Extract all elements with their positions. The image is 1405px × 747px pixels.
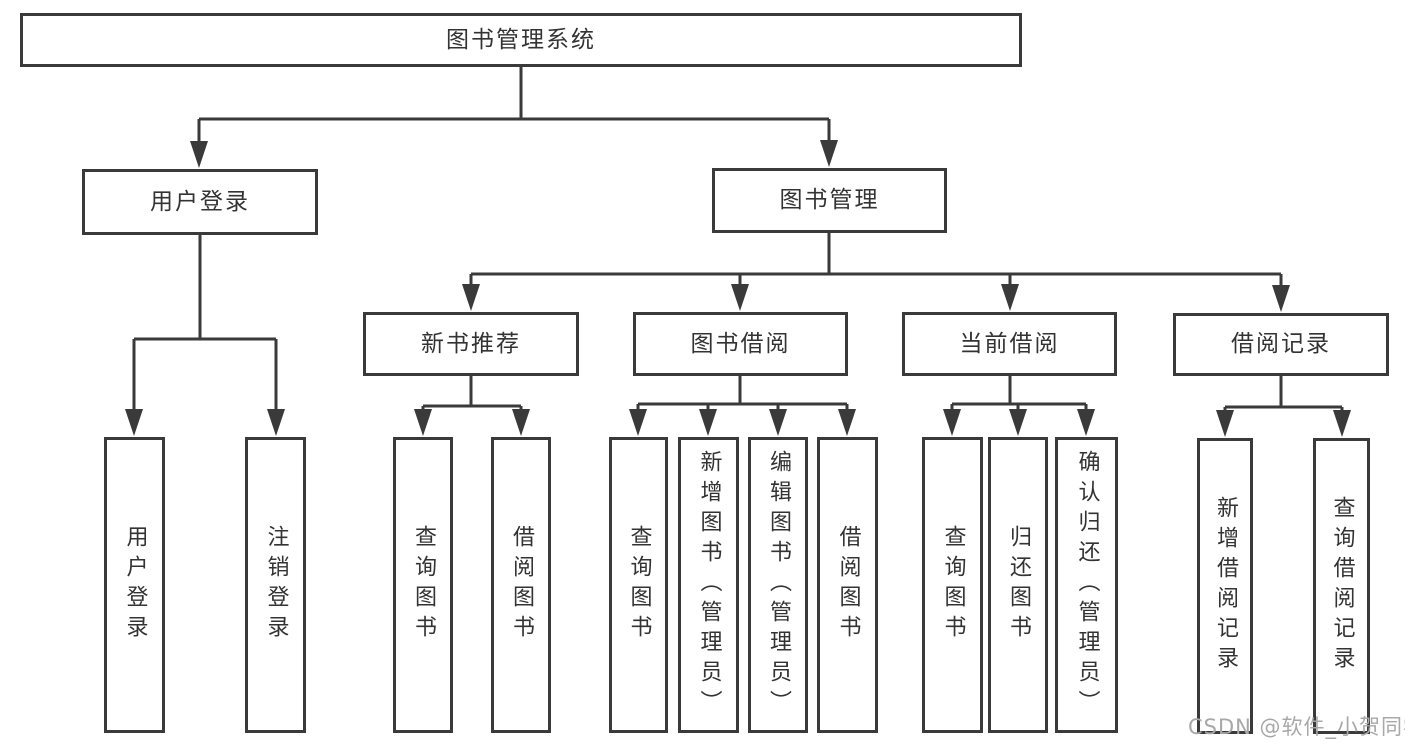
leaf-borrow-book: 借阅图书 <box>817 437 878 733</box>
leaf-add-borrow-record: 新增借阅记录 <box>1197 438 1253 734</box>
node-current-borrow: 当前借阅 <box>902 312 1117 376</box>
node-library-management-system: 图书管理系统 <box>20 13 1022 67</box>
csdn-watermark: CSDN @软件_小贺同学 <box>1188 715 1405 739</box>
node-user-login: 用户登录 <box>82 169 318 235</box>
leaf-query-book-borrow: 查询图书 <box>609 437 668 733</box>
leaf-query-borrow-record: 查询借阅记录 <box>1313 438 1370 734</box>
leaf-logout: 注销登录 <box>245 437 306 733</box>
leaf-edit-book-admin: 编辑图书（管理员） <box>748 437 808 733</box>
node-new-book-recommend: 新书推荐 <box>363 312 579 376</box>
leaf-return-book: 归还图书 <box>988 437 1048 733</box>
node-borrow-record: 借阅记录 <box>1173 313 1389 376</box>
leaf-confirm-return-admin: 确认归还（管理员） <box>1055 437 1118 733</box>
leaf-user-login: 用户登录 <box>104 437 165 733</box>
node-book-borrow: 图书借阅 <box>633 312 848 376</box>
node-book-management: 图书管理 <box>712 168 947 233</box>
leaf-query-book-recommend: 查询图书 <box>393 437 453 733</box>
leaf-borrow-book-recommend: 借阅图书 <box>491 437 551 733</box>
leaf-query-book-current: 查询图书 <box>922 437 983 733</box>
leaf-add-book-admin: 新增图书（管理员） <box>678 437 739 733</box>
